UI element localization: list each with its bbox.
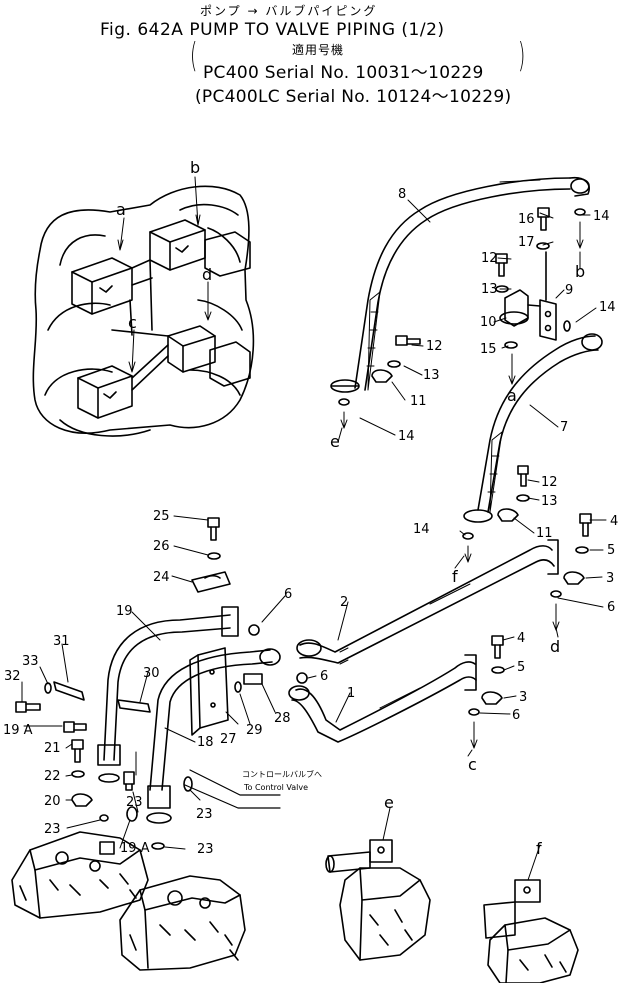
part-22-label: 22 [44, 769, 61, 784]
part-29-label: 29 [246, 723, 263, 738]
part-9-label: 9 [565, 283, 573, 298]
letter-b-pump: b [190, 158, 200, 177]
letter-c-pump: c [128, 313, 137, 332]
letter-d-pipe: d [550, 637, 560, 656]
part-6-label-top: 6 [284, 587, 292, 602]
leader-lines [21, 176, 607, 881]
part-19a-label-bottom: 19 A [120, 841, 150, 856]
part-27-label: 27 [220, 732, 237, 747]
part-12-label-mid: 12 [426, 339, 443, 354]
part-14-label-right: 14 [599, 300, 616, 315]
pump-assembly [32, 185, 255, 437]
part-4-label-top: 4 [610, 514, 618, 529]
control-valve-f [483, 879, 579, 983]
part-19a-label-top: 19 A [3, 723, 33, 738]
part-7-label: 7 [560, 420, 568, 435]
part-14-label-low: 14 [413, 522, 430, 537]
pipe-7 [463, 333, 603, 523]
bracket-27 [189, 647, 229, 736]
close-paren: ) [518, 36, 526, 76]
note-japanese: コントロールバルブへ [242, 769, 322, 779]
control-valve-e [325, 839, 431, 961]
part-19-label: 19 [116, 604, 133, 619]
figure-title: Fig. 642A PUMP TO VALVE PIPING (1/2) [100, 20, 445, 40]
letter-labels: b a d c b a e f d c e f [116, 158, 585, 858]
letter-e-valve: e [384, 793, 394, 812]
part-33-label: 33 [22, 654, 39, 669]
control-valve-connector-pipe [184, 769, 281, 809]
part-6-label-right: 6 [607, 600, 615, 615]
part-20-label: 20 [44, 794, 61, 809]
part-6-label-mid: 6 [320, 669, 328, 684]
part-12-label-low: 12 [541, 475, 558, 490]
part-number-labels: 8 16 17 14 12 13 9 10 14 15 12 13 11 14 … [3, 187, 618, 857]
pipe-19 [97, 606, 239, 783]
part-32-label: 32 [4, 669, 21, 684]
serial-line-2: (PC400LC Serial No. 10124～10229) [195, 87, 512, 107]
part-23-label-left: 23 [44, 822, 61, 837]
flange-assembly-9-10 [499, 289, 557, 341]
pipe-8 [330, 176, 590, 393]
part-5-label-low: 5 [517, 660, 525, 675]
pipe-2 [296, 539, 559, 665]
control-valve-center [119, 875, 246, 971]
letter-c-pipe: c [468, 755, 477, 774]
part-21-label: 21 [44, 741, 61, 756]
letter-f-valve: f [536, 839, 542, 858]
part-1-label: 1 [347, 686, 355, 701]
letter-d-pump: d [202, 265, 212, 284]
part-13-label-low: 13 [541, 494, 558, 509]
bolts-and-washers-pipe-2 [550, 513, 592, 631]
open-paren: ( [190, 36, 198, 76]
part-26-label: 26 [153, 539, 170, 554]
part-13-label-mid: 13 [423, 368, 440, 383]
part-3-label-low: 3 [519, 690, 527, 705]
part-13-label-top: 13 [481, 282, 498, 297]
part-4-label-low: 4 [517, 631, 525, 646]
part-15-label: 15 [480, 342, 497, 357]
japanese-title: ポンプ → バルブパイピング [200, 4, 378, 18]
applicable-label: 適用号機 [292, 43, 345, 57]
pipe-1 [288, 635, 505, 749]
part-18-label: 18 [197, 735, 214, 750]
part-23-label-right: 23 [196, 807, 213, 822]
part-23-label-bottom: 23 [197, 842, 214, 857]
note-english: To Control Valve [243, 783, 308, 792]
pipe-18 [146, 648, 281, 824]
letter-f-pipe: f [452, 567, 458, 586]
letter-a-pump: a [116, 200, 126, 219]
bolts-and-washers-top-right [338, 207, 586, 563]
part-30-label: 30 [143, 666, 160, 681]
part-24-label: 24 [153, 570, 170, 585]
part-8-label: 8 [398, 187, 406, 202]
part-25-label: 25 [153, 509, 170, 524]
letter-a-pipe: a [507, 386, 517, 405]
serial-line-1: PC400 Serial No. 10031～10229 [203, 63, 484, 83]
part-11-label-mid: 11 [410, 394, 427, 409]
part-5-label-top: 5 [607, 543, 615, 558]
part-17-label: 17 [518, 235, 535, 250]
bolts-and-clamps-left [15, 517, 308, 850]
part-3-label-top: 3 [606, 571, 614, 586]
part-10-label: 10 [480, 315, 497, 330]
part-31-label: 31 [53, 634, 70, 649]
part-23-label-mid: 23 [126, 795, 143, 810]
part-6-label-low: 6 [512, 708, 520, 723]
part-2-label: 2 [340, 595, 348, 610]
part-14-label-left: 14 [398, 429, 415, 444]
part-11-label-low: 11 [536, 526, 553, 541]
part-12-label-top: 12 [481, 251, 498, 266]
control-valve-note: コントロールバルブへ To Control Valve [242, 769, 322, 792]
part-14-label-top: 14 [593, 209, 610, 224]
letter-e-pipe: e [330, 432, 340, 451]
letter-b-pipe: b [575, 262, 585, 281]
part-28-label: 28 [274, 711, 291, 726]
part-16-label: 16 [518, 212, 535, 227]
